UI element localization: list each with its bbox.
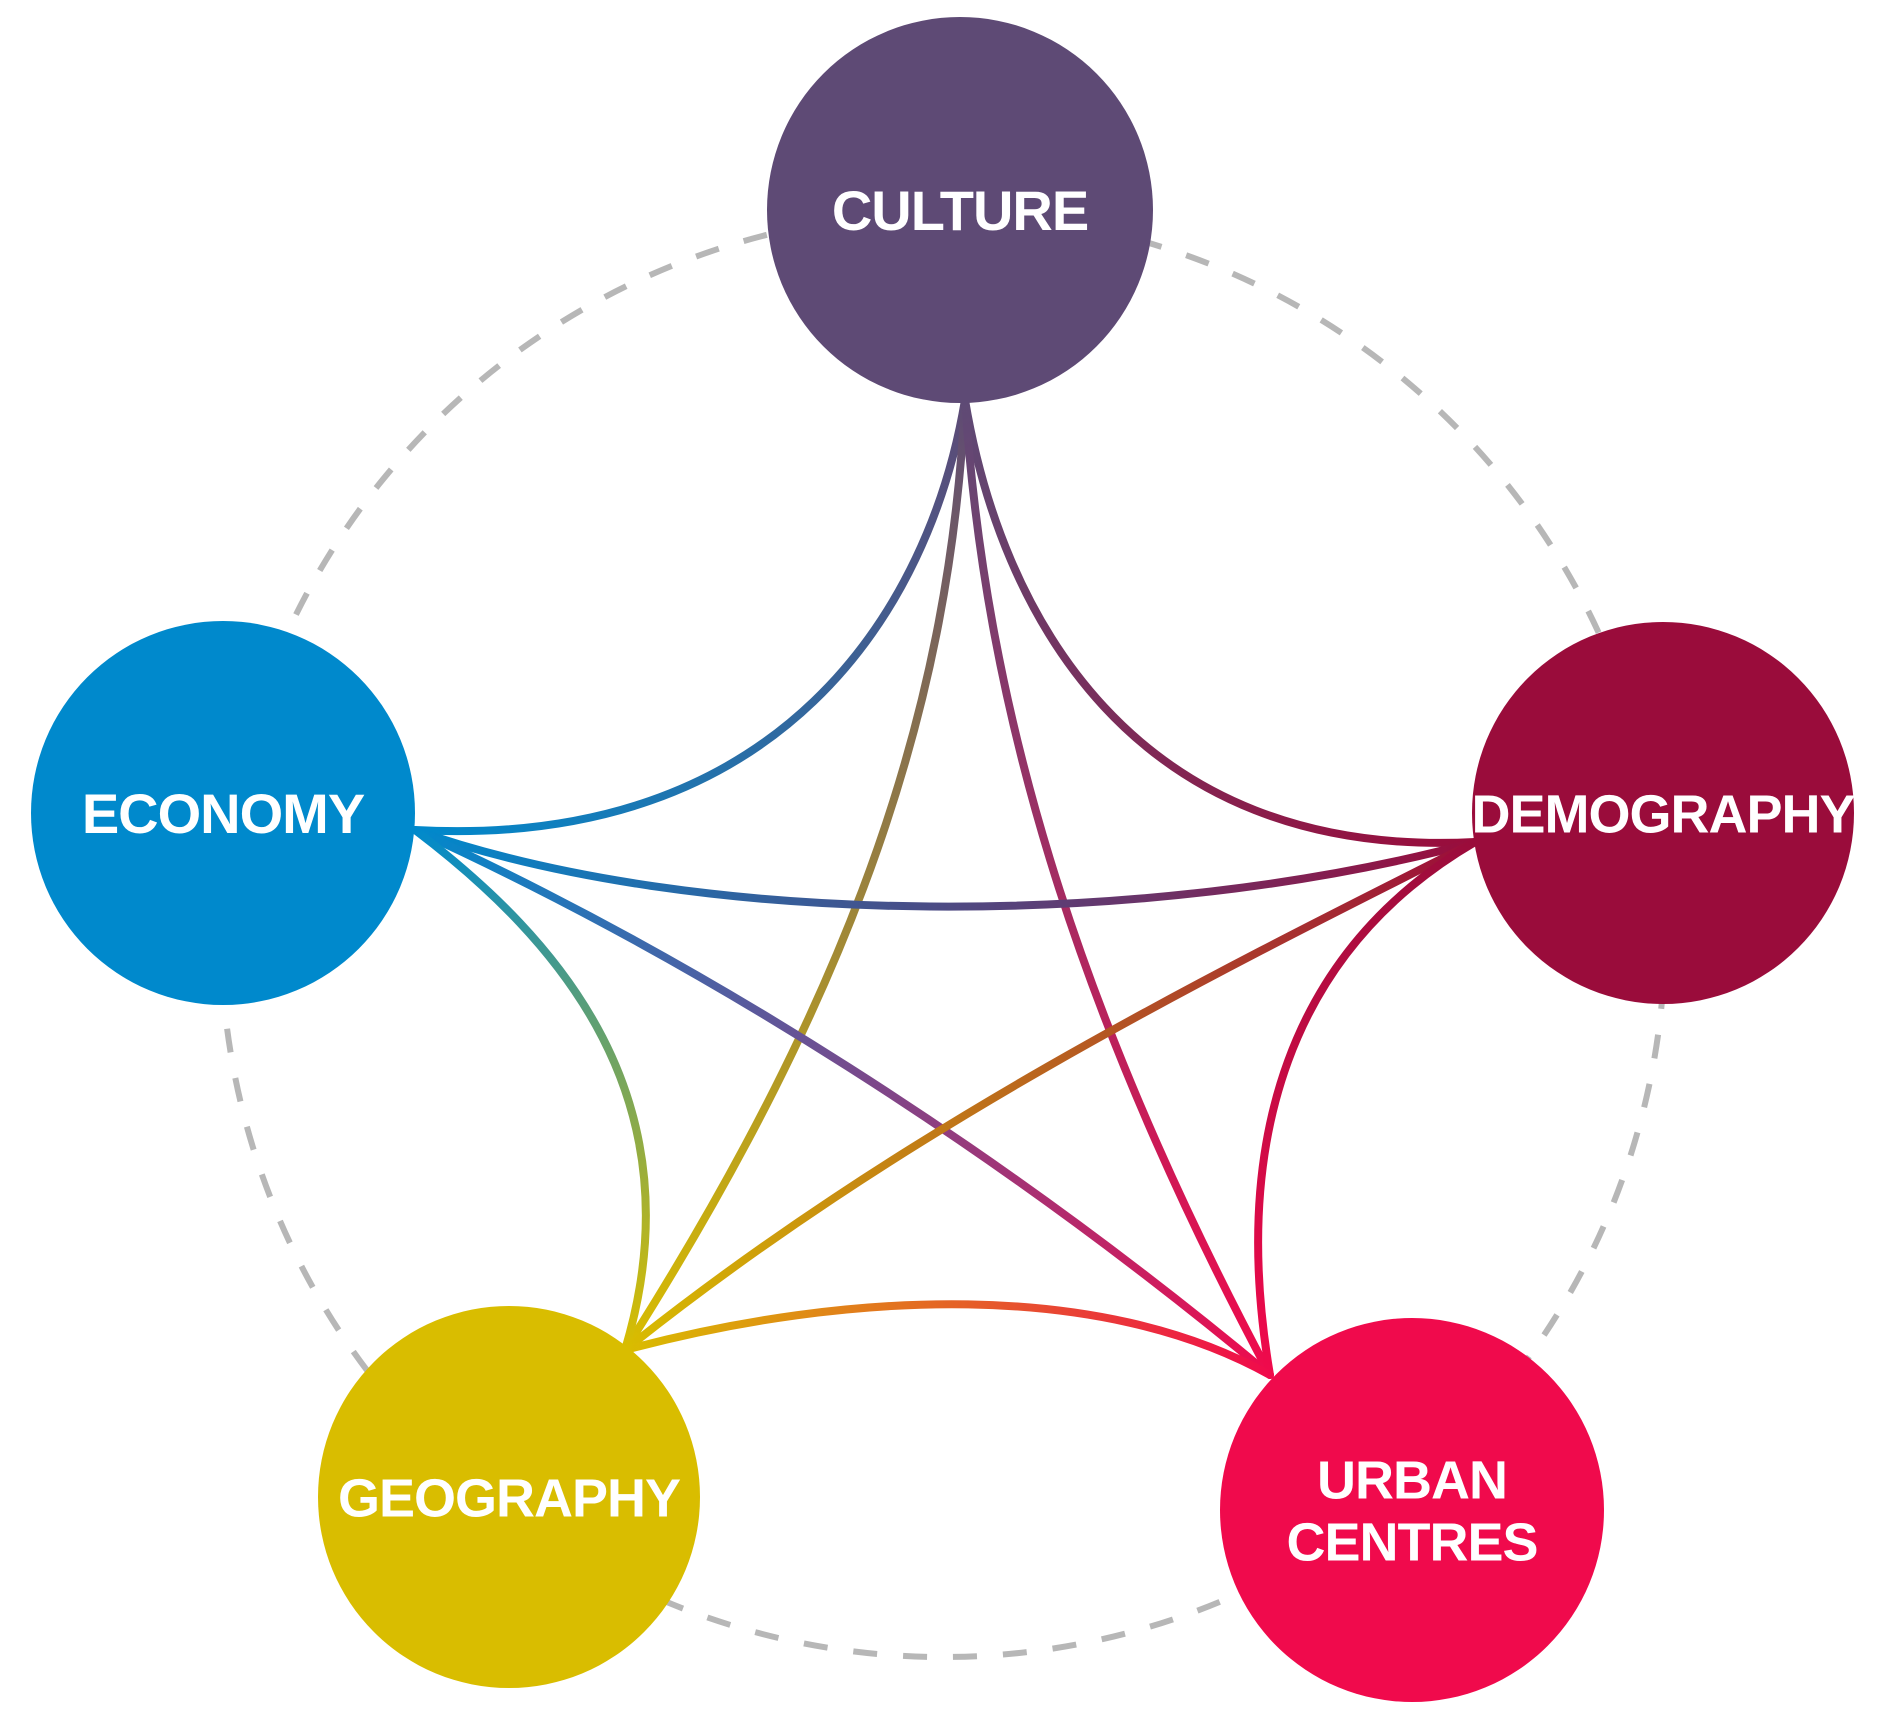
node-label-culture: CULTURE [832,179,1088,242]
connection-economy-geography [411,826,650,1354]
connection-culture-demography [961,396,1479,847]
connection-demography-urban-centres [1254,838,1479,1379]
node-label-demography: DEMOGRAPHY [1471,784,1855,844]
connection-economy-urban-centres [411,826,1274,1379]
connections [411,396,1479,1379]
connection-economy-demography [411,826,1479,911]
node-demography: DEMOGRAPHY [1471,622,1856,1004]
node-circle-urban-centres [1220,1318,1604,1702]
connection-demography-geography [621,838,1479,1354]
node-circle-demography [1472,622,1854,1004]
connection-culture-geography [621,396,969,1354]
node-geography: GEOGRAPHY [318,1306,700,1688]
node-culture: CULTURE [767,17,1153,403]
connection-culture-urban-centres [961,396,1274,1379]
node-circle-geography [318,1306,700,1688]
node-label-urban-centres: CENTRES [1286,1512,1537,1572]
node-label-geography: GEOGRAPHY [338,1468,681,1528]
node-label-economy: ECONOMY [82,782,365,845]
node-circle-culture [767,17,1153,403]
node-label-urban-centres: URBAN [1317,1450,1507,1510]
connection-geography-urban-centres [621,1300,1274,1379]
connection-culture-economy [411,396,969,836]
nodes: CULTURE ECONOMY DEMOGRAPHY GEOGRAPHY URBANCE… [31,17,1856,1702]
node-circle-economy [31,621,415,1005]
node-economy: ECONOMY [31,621,415,1005]
